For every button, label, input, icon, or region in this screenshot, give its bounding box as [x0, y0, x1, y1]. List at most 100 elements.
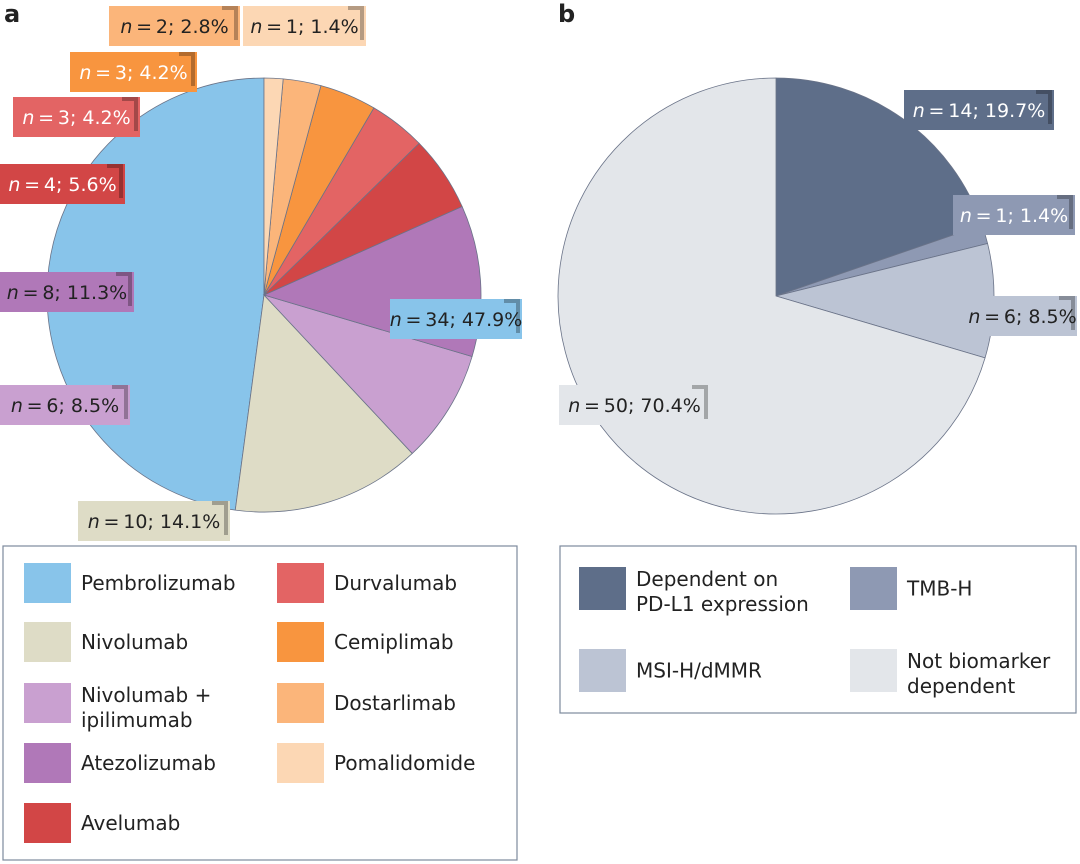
- legend-swatch: [579, 567, 626, 610]
- legend-label: Atezolizumab: [81, 751, 216, 775]
- pie-slice-pomalidomide: [263, 77, 284, 296]
- slice-label-shadow: [1036, 90, 1052, 124]
- slice-label-nivolumab: n = 10; 14.1%: [78, 501, 230, 541]
- slice-label-shadow: [112, 385, 128, 419]
- pie-slice-nivolumab-ipilimumab: [262, 294, 473, 455]
- legend-swatch: [24, 683, 71, 723]
- slice-label-shadow: [1057, 195, 1073, 229]
- slice-value-label: n = 4; 5.6%: [8, 174, 116, 196]
- slice-label-pembrolizumab: n = 34; 47.9%: [390, 299, 523, 339]
- slice-value-label: n = 3; 4.2%: [79, 62, 187, 84]
- slice-label-tmb-h: n = 1; 1.4%: [953, 195, 1075, 235]
- slice-value-label: n = 34; 47.9%: [390, 309, 523, 331]
- slice-label-box: [390, 299, 522, 339]
- legend-item-durvalumab: Durvalumab: [277, 563, 457, 603]
- panel-b-letter: b: [558, 0, 575, 28]
- slice-label-avelumab: n = 4; 5.6%: [0, 164, 125, 204]
- slice-label-box: [0, 164, 125, 204]
- legend-label: Pomalidomide: [334, 751, 475, 775]
- legend-item-pembrolizumab: Pembrolizumab: [24, 563, 236, 603]
- legend-b-frame: [559, 545, 1077, 714]
- legend-label: MSI-H/dMMR: [636, 659, 762, 683]
- slice-label-shadow: [504, 299, 520, 333]
- slice-label-box: [0, 385, 130, 425]
- legend-item-cemiplimab: Cemiplimab: [277, 622, 454, 662]
- slice-label-box: [953, 195, 1075, 235]
- slice-label-box: [559, 385, 710, 425]
- slice-label-box: [968, 296, 1077, 336]
- slice-label-shadow: [1059, 296, 1075, 330]
- legend-item-nivolumab-ipilimumab: Nivolumab +ipilimumab: [24, 683, 211, 732]
- legend-label: TMB-H: [906, 577, 972, 601]
- legend-swatch: [24, 803, 71, 843]
- slice-label-box: [904, 90, 1054, 130]
- slice-label-dependent-on-pd-l1-expression: n = 14; 19.7%: [904, 90, 1054, 130]
- slice-label-box: [243, 6, 366, 46]
- slice-labels-b: n = 14; 19.7% n = 1; 1.4% n = 6; 8.5% n = 5…: [559, 90, 1077, 425]
- legend-swatch: [277, 563, 324, 603]
- slice-value-label: n = 6; 8.5%: [11, 395, 119, 417]
- legend-item-atezolizumab: Atezolizumab: [24, 743, 216, 783]
- legend-swatch: [277, 743, 324, 783]
- legend-label: Avelumab: [81, 811, 180, 835]
- legend-label: Cemiplimab: [334, 630, 454, 654]
- slice-label-shadow: [348, 6, 364, 40]
- slice-value-label: n = 2; 2.8%: [120, 16, 228, 38]
- legend-swatch: [579, 649, 626, 692]
- legend-swatch: [24, 622, 71, 662]
- legend-label: Durvalumab: [334, 571, 457, 595]
- legend-item-avelumab: Avelumab: [24, 803, 180, 843]
- slice-label-nivolumab-ipilimumab: n = 6; 8.5%: [0, 385, 130, 425]
- legend-item-tmb-h: TMB-H: [850, 567, 972, 610]
- slice-label-box: [70, 52, 197, 92]
- slice-label-shadow: [212, 501, 228, 535]
- slice-value-label: n = 50; 70.4%: [568, 395, 701, 417]
- slice-label-shadow: [692, 385, 708, 419]
- slice-value-label: n = 6; 8.5%: [968, 306, 1076, 328]
- slice-label-pomalidomide: n = 1; 1.4%: [243, 6, 366, 46]
- slice-value-label: n = 1; 1.4%: [960, 205, 1068, 227]
- legend-swatch: [24, 743, 71, 783]
- legend-swatch: [850, 649, 897, 692]
- slice-value-label: n = 14; 19.7%: [913, 100, 1046, 122]
- slice-value-label: n = 10; 14.1%: [88, 511, 221, 533]
- legend-label: Nivolumab +ipilimumab: [81, 683, 211, 732]
- slice-value-label: n = 8; 11.3%: [7, 282, 127, 304]
- slice-label-not-biomarker-dependent: n = 50; 70.4%: [559, 385, 710, 425]
- legend-item-dostarlimab: Dostarlimab: [277, 683, 456, 723]
- legend-swatch: [24, 563, 71, 603]
- legend-swatch: [850, 567, 897, 610]
- slice-value-label: n = 1; 1.4%: [250, 16, 358, 38]
- legend-label: Dostarlimab: [334, 691, 456, 715]
- slice-label-atezolizumab: n = 8; 11.3%: [0, 272, 134, 312]
- slice-label-box: [78, 501, 230, 541]
- slice-label-shadow: [179, 52, 195, 86]
- slice-label-shadow: [122, 97, 138, 131]
- legend-a-frame: [2, 545, 518, 861]
- slice-label-box: [109, 6, 240, 46]
- slice-label-shadow: [107, 164, 123, 198]
- pie-slice-nivolumab: [234, 294, 413, 513]
- slice-value-label: n = 3; 4.2%: [22, 107, 130, 129]
- legend-item-msi-h-dmmr: MSI-H/dMMR: [579, 649, 762, 692]
- legend-label: Pembrolizumab: [81, 571, 236, 595]
- panel-a-letter: a: [4, 0, 20, 28]
- slice-label-msi-h-dmmr: n = 6; 8.5%: [968, 296, 1077, 336]
- slice-label-dostarlimab: n = 2; 2.8%: [109, 6, 240, 46]
- slice-label-durvalumab: n = 3; 4.2%: [13, 97, 140, 137]
- slice-label-shadow: [116, 272, 132, 306]
- slice-labels-a: n = 34; 47.9% n = 10; 14.1% n = 6; 8.5% n =…: [0, 6, 522, 541]
- pie-chart-b: [557, 77, 995, 515]
- legend-swatch: [277, 622, 324, 662]
- legend-label: Nivolumab: [81, 630, 188, 654]
- slice-label-shadow: [222, 6, 238, 40]
- legend-swatch: [277, 683, 324, 723]
- slice-label-cemiplimab: n = 3; 4.2%: [70, 52, 197, 92]
